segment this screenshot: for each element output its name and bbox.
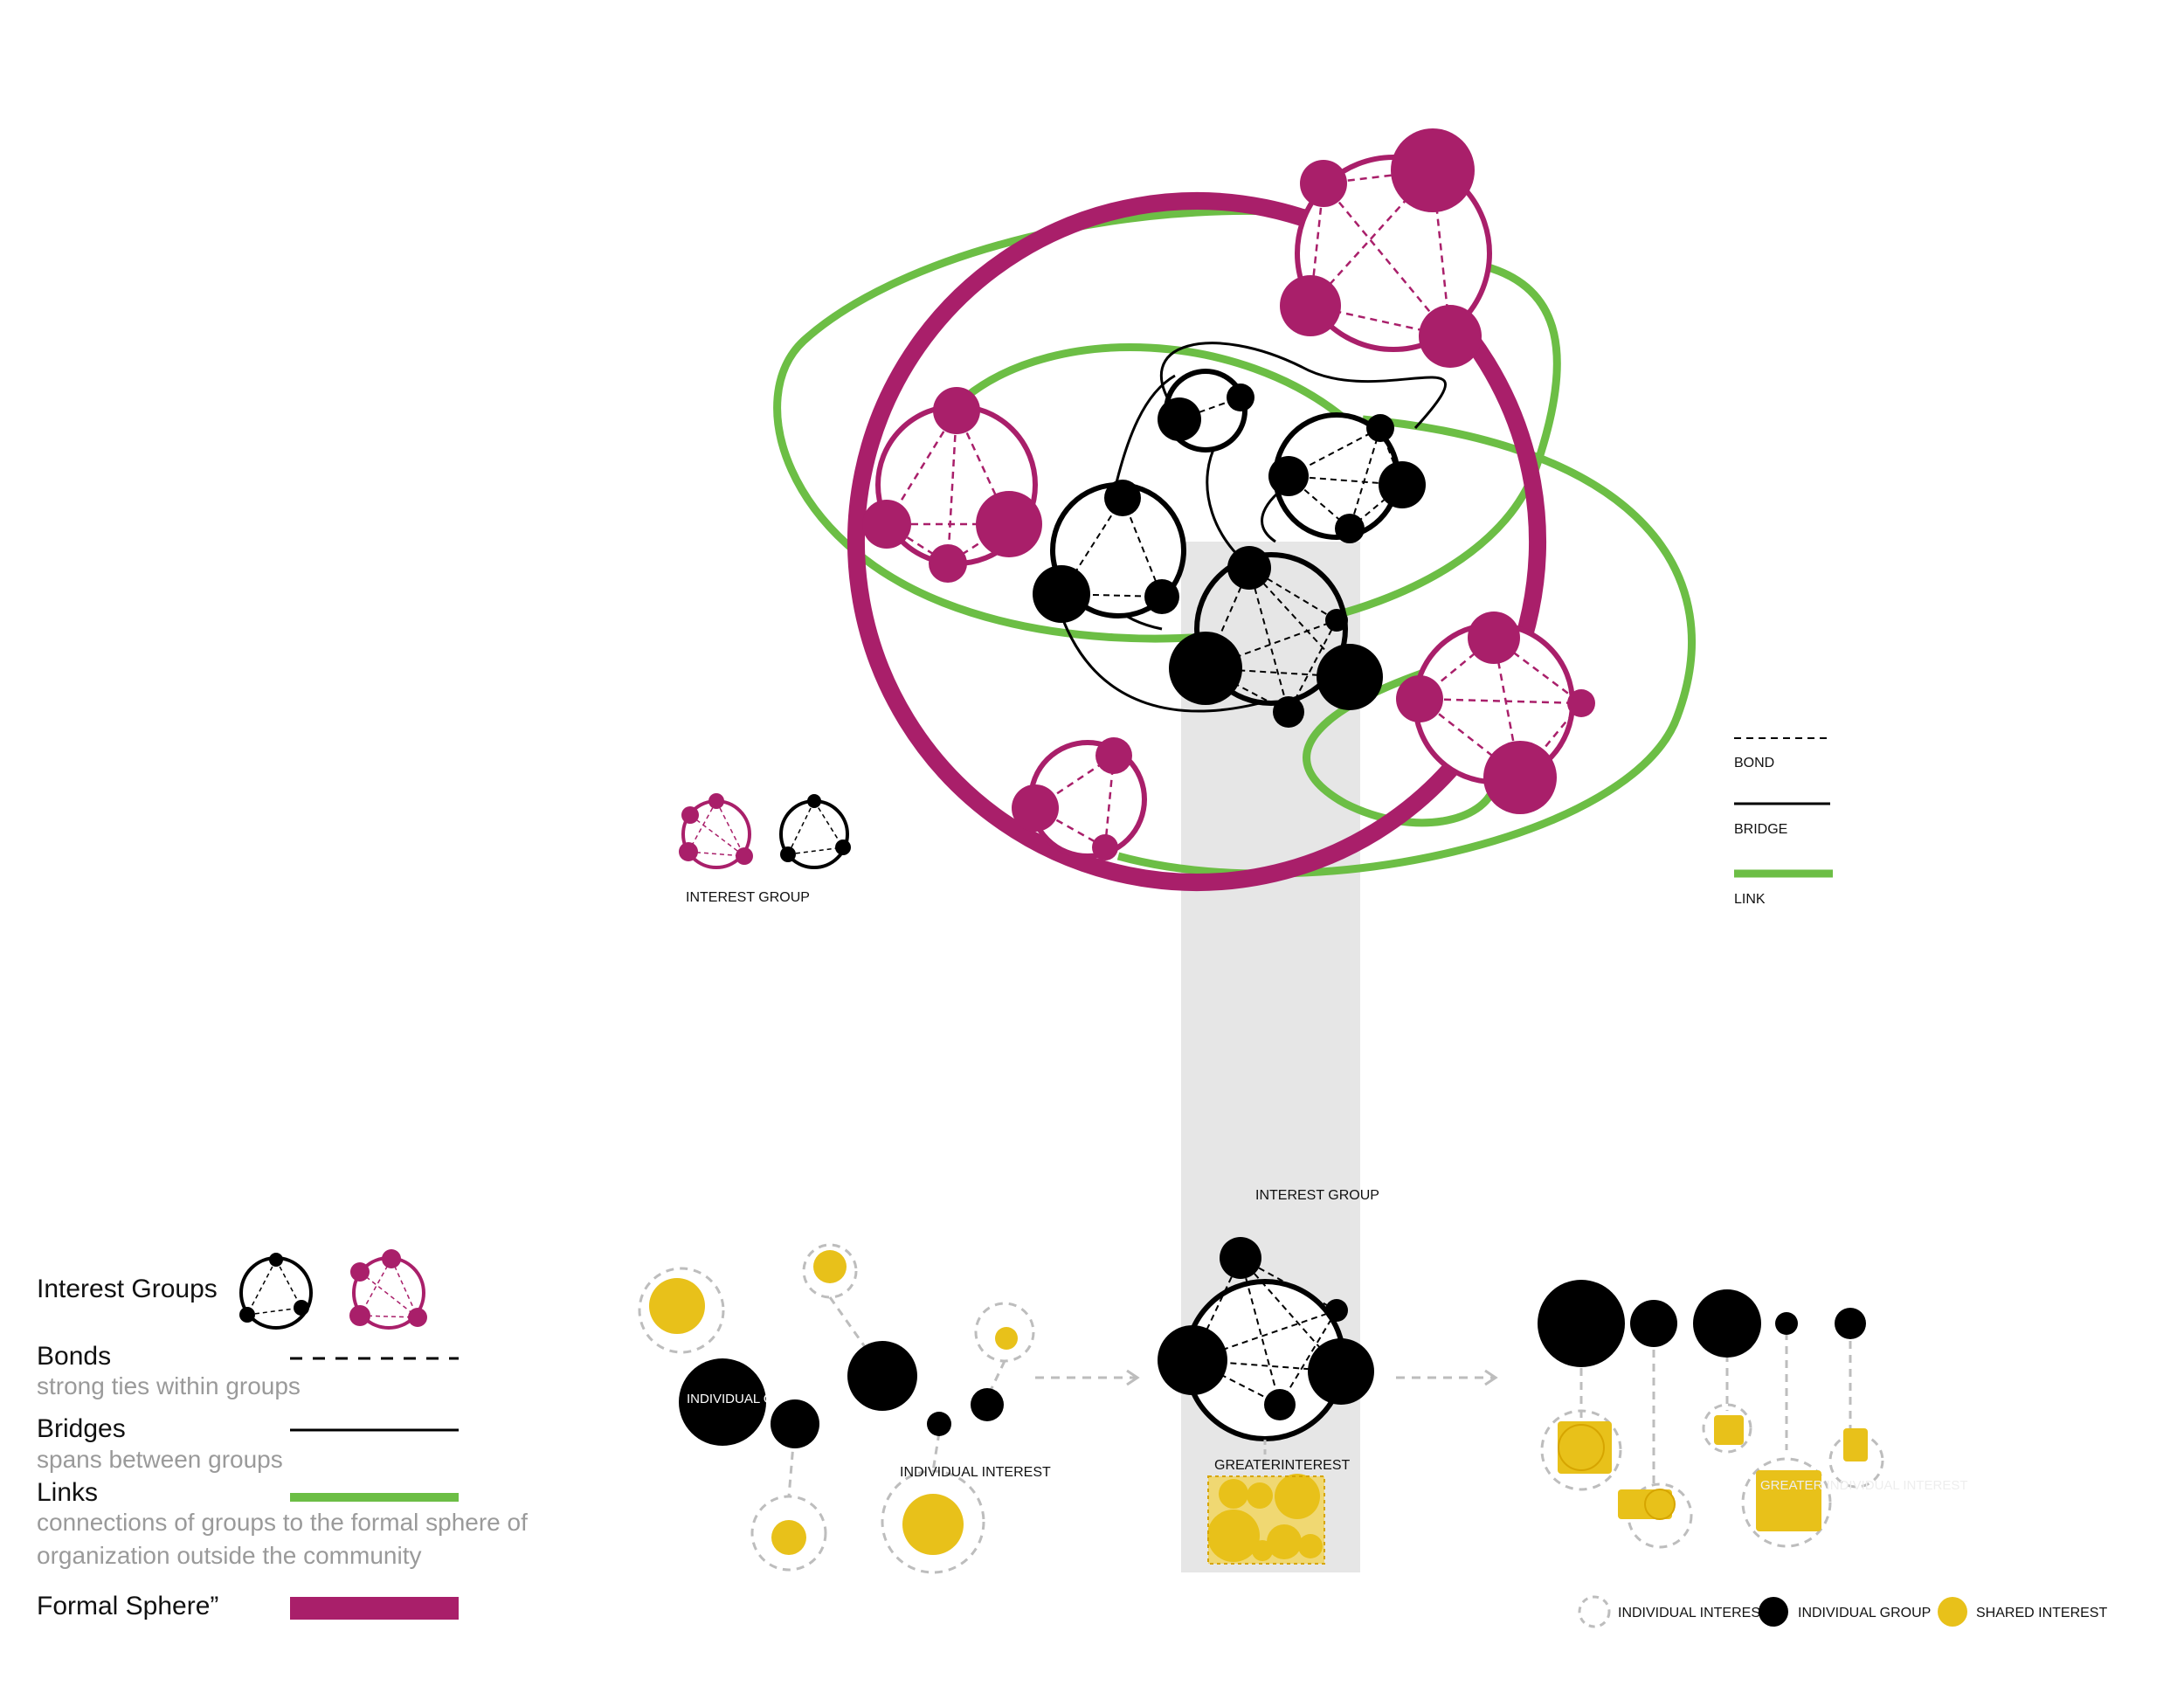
bond-key-label: BOND xyxy=(1734,756,1774,770)
greater-interest-block xyxy=(1207,1474,1325,1565)
interest-group-icons-top: INTEREST GROUP xyxy=(679,793,851,905)
legend-individual-group-swatch xyxy=(1759,1597,1788,1627)
legend-formal-sphere: Formal Sphere” xyxy=(37,1592,218,1620)
link-key-label: LINK xyxy=(1734,892,1766,907)
greater-individual-interest-label: GREATER INDIVIDUAL INTEREST xyxy=(1760,1478,1968,1493)
individual-group-label-overlay: INDIVIDUAL GROUP xyxy=(687,1392,812,1406)
black-node xyxy=(847,1341,917,1411)
bottom-interest-group: INTEREST GROUP GREATERINTEREST xyxy=(1158,1188,1379,1565)
black-individual-group xyxy=(1835,1308,1866,1339)
link-loop-2 xyxy=(1116,415,1696,878)
link-loop-4 xyxy=(963,343,1348,423)
legend-left: Interest Groups Bonds xyxy=(37,1249,528,1620)
legend-links-desc-2: organization outside the community xyxy=(37,1542,421,1569)
legend-interest-groups: Interest Groups xyxy=(37,1275,218,1303)
black-individual-group xyxy=(1775,1312,1798,1335)
arrows xyxy=(1035,1369,1498,1386)
link-loop-1 xyxy=(773,206,1561,643)
black-individual-group xyxy=(679,1358,766,1446)
black-node xyxy=(927,1412,951,1436)
legend-individual-interest-label: INDIVIDUAL INTEREST xyxy=(1618,1606,1769,1620)
legend-bridges: Bridges xyxy=(37,1414,126,1443)
yellow-interest xyxy=(649,1278,705,1334)
black-individual-group xyxy=(1630,1300,1677,1347)
legend-individual-interest-swatch xyxy=(1578,1595,1611,1628)
individual-interests-cluster: INDIVIDUAL GROUP INDIVIDUAL INTEREST xyxy=(638,1243,1051,1574)
yellow-interest xyxy=(771,1520,806,1555)
legend-bonds-desc: strong ties within groups xyxy=(37,1372,301,1399)
black-node xyxy=(771,1399,819,1448)
legend-links: Links xyxy=(37,1478,98,1507)
black-group-small xyxy=(1158,369,1254,453)
magenta-group-left xyxy=(862,387,1042,583)
black-group-right xyxy=(1268,412,1426,543)
individual-groups-row: GREATER INDIVIDUAL INTEREST xyxy=(1538,1280,1968,1549)
bridge-key-label: BRIDGE xyxy=(1734,822,1787,837)
magenta-group-right xyxy=(1396,612,1595,814)
magenta-group-bottom xyxy=(1012,737,1147,860)
legend-individual-group-label: INDIVIDUAL GROUP xyxy=(1798,1606,1931,1620)
individual-interest-label: INDIVIDUAL INTEREST xyxy=(900,1465,1051,1480)
legend-formal-bar xyxy=(290,1597,459,1620)
formal-sphere-ring xyxy=(847,192,1546,891)
legend-magenta-group-icon xyxy=(349,1249,427,1330)
black-individual-group xyxy=(1693,1289,1761,1358)
yellow-interest xyxy=(813,1250,847,1283)
legend-bridges-desc: spans between groups xyxy=(37,1446,283,1473)
legend-bottom: INDIVIDUAL INTEREST INDIVIDUAL GROUP SHA… xyxy=(1578,1595,2107,1628)
yellow-interest xyxy=(902,1494,964,1555)
key-right: BOND BRIDGE LINK xyxy=(1734,737,1833,907)
interest-group-top-label: INTEREST GROUP xyxy=(686,890,810,905)
top-network xyxy=(773,128,1696,891)
yellow-interest xyxy=(995,1327,1018,1350)
magenta-mini-group xyxy=(679,793,753,869)
black-node xyxy=(971,1388,1004,1421)
interest-group-bottom-label: INTEREST GROUP xyxy=(1255,1188,1379,1203)
legend-links-desc-1: connections of groups to the formal sphe… xyxy=(37,1509,528,1536)
legend-shared-interest-swatch xyxy=(1938,1597,1967,1627)
black-mini-group xyxy=(779,794,851,869)
legend-bonds: Bonds xyxy=(37,1342,111,1371)
black-group-left xyxy=(1033,480,1186,623)
black-group-center xyxy=(1169,546,1383,728)
greater-interest-label: GREATERINTEREST xyxy=(1214,1458,1351,1473)
black-individual-group xyxy=(1538,1280,1625,1367)
magenta-group-top-right xyxy=(1280,128,1492,368)
legend-black-group-icon xyxy=(239,1253,313,1330)
legend-shared-interest-label: SHARED INTEREST xyxy=(1976,1606,2107,1620)
